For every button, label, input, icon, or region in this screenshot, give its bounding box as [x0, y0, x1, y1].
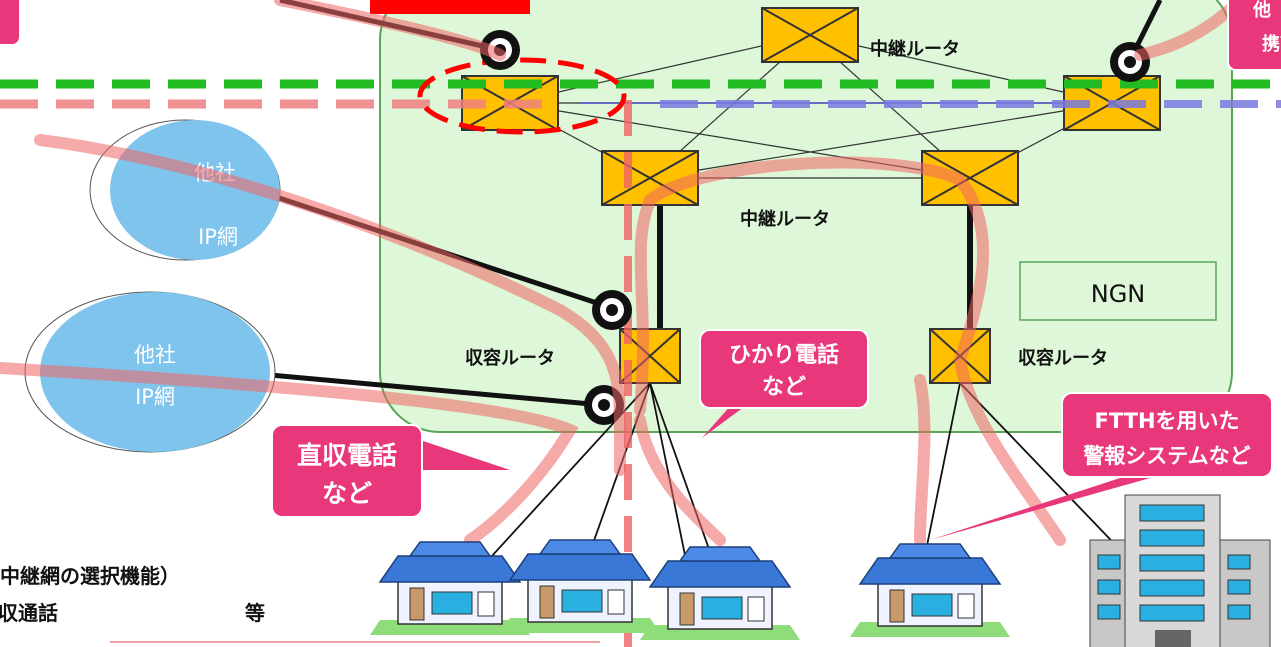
callout-top-left: [0, 0, 21, 46]
gateway-highlight: [417, 57, 627, 135]
callout-direct-line1: 直収電話: [297, 441, 397, 470]
house-4: [849, 543, 1011, 638]
other-ip-net-2-line2: IP網: [135, 385, 175, 409]
callout-direct-line2: など: [322, 479, 372, 508]
bottom-note-line2: 収通話: [0, 601, 58, 625]
callout-hikari: ひかり電話 など: [699, 329, 869, 438]
relay-router-top: [761, 7, 859, 63]
callout-ftth-line2: 警報システムなど: [1082, 444, 1250, 468]
house-3: [639, 546, 801, 641]
top-red-box: [370, 0, 530, 14]
callout-ftth-line1: FTTHを用いた: [1094, 409, 1239, 433]
bottom-note-line1: 中継網の選択機能）: [0, 564, 180, 588]
ngn-label-box: [1019, 261, 1217, 321]
relay-router-label-top: 中継ルータ: [870, 38, 960, 60]
access-router-label-left: 収容ルータ: [465, 347, 555, 369]
callout-hikari-line1: ひかり電話: [729, 342, 839, 368]
callout-hikari-line2: など: [762, 375, 806, 400]
office-building: [1089, 494, 1271, 647]
callout-top-right-line2: 携帯: [1262, 33, 1281, 55]
house-1: [369, 541, 531, 636]
access-router-label-right: 収容ルータ: [1018, 347, 1108, 369]
callout-top-right: 他 携帯: [1227, 0, 1281, 71]
interconnect-point-mid: [592, 290, 632, 330]
other-ip-net-2-line1: 他社: [134, 343, 176, 367]
callout-direct: 直収電話 など: [271, 424, 510, 518]
relay-router-label-mid: 中継ルータ: [740, 208, 830, 230]
callout-top-right-line1: 他: [1252, 0, 1271, 21]
bottom-note-line2-suffix: 等: [245, 601, 265, 625]
callout-ftth: FTTHを用いた 警報システムなど: [930, 392, 1273, 540]
ngn-label: NGN: [1091, 280, 1146, 308]
house-2: [499, 539, 661, 634]
other-ip-net-1-line2: IP網: [198, 225, 238, 249]
call-paths: [0, 0, 1246, 546]
